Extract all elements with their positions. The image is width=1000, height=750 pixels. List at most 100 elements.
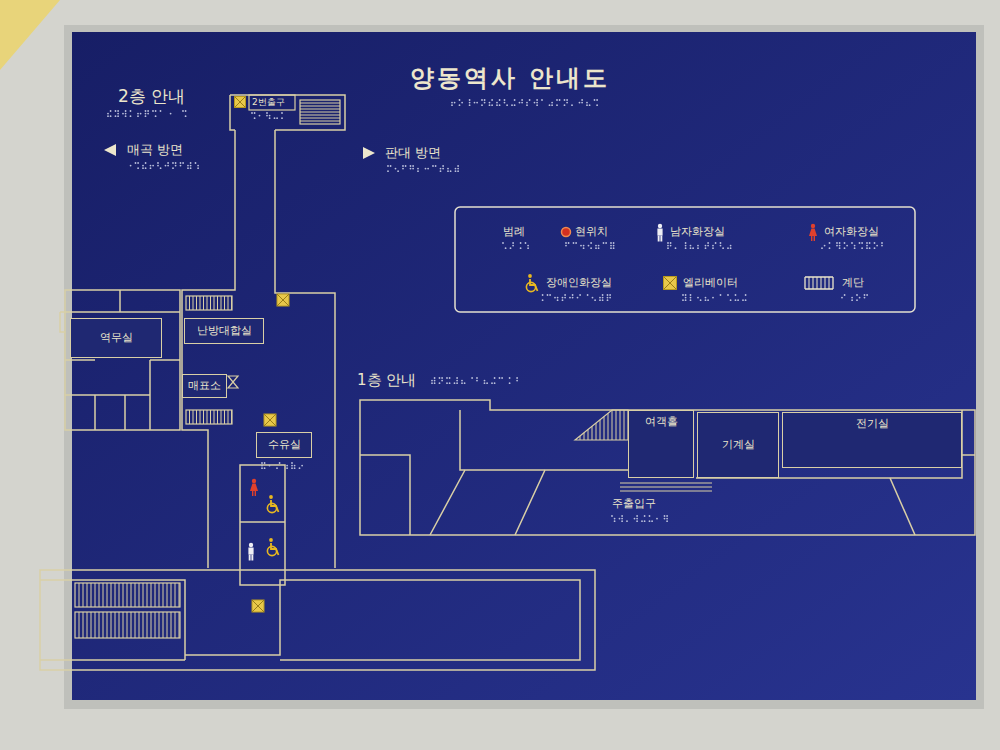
stair-step [592, 426, 593, 440]
braille-dot [125, 115, 127, 117]
braille-dot [431, 380, 433, 382]
braille-dot [150, 165, 152, 167]
stair-step [193, 410, 194, 424]
braille-dots [451, 99, 598, 106]
braille-dot [397, 170, 399, 172]
room-box: 난방대합실 [184, 318, 264, 344]
braille-dot [586, 102, 588, 104]
braille-dot [861, 242, 863, 244]
braille-dot [147, 113, 149, 115]
braille-dot [727, 247, 729, 249]
stair-step [300, 121, 340, 122]
braille-dot [564, 297, 566, 299]
stair-step [163, 612, 164, 638]
stair-step [167, 583, 168, 607]
stair-step [584, 433, 585, 440]
braille-dot [720, 245, 722, 247]
braille-dot [405, 165, 407, 167]
icon-step [825, 277, 826, 289]
elevator-box [252, 600, 264, 612]
braille-dot [395, 168, 397, 170]
wall-line [240, 465, 285, 585]
braille-dot [626, 520, 628, 522]
braille-dot [506, 104, 508, 106]
braille-dot [180, 162, 182, 164]
braille-dot [145, 162, 147, 164]
braille-dot [836, 242, 838, 244]
entrance-label: 주출입구 [612, 497, 656, 510]
braille-dots [130, 162, 199, 169]
braille-dot [457, 168, 459, 170]
stair-step [87, 612, 88, 638]
icon-leg [660, 236, 662, 242]
braille-dot [670, 242, 672, 244]
direction-arrow [363, 147, 375, 159]
braille-dot [700, 299, 702, 301]
wheelchair-icon [526, 274, 537, 292]
braille-dot [735, 299, 737, 301]
stairs [186, 296, 232, 310]
braille-dot [491, 382, 493, 384]
braille-dot [425, 168, 427, 170]
braille-dot [566, 102, 568, 104]
braille-dot [836, 245, 838, 247]
braille-dot [536, 99, 538, 101]
stair-step [228, 410, 229, 424]
braille-dot [137, 115, 139, 117]
braille-dot [516, 377, 518, 379]
braille-dot [564, 294, 566, 296]
wheelchair-icon [267, 538, 278, 556]
braille-dot [499, 99, 501, 101]
stair-step [111, 583, 112, 607]
braille-dot [737, 299, 739, 301]
braille-dot [667, 242, 669, 244]
room-name: 역무실 [100, 331, 133, 344]
braille-dot [611, 515, 613, 517]
braille-dot [520, 247, 522, 249]
braille-dot [525, 242, 527, 244]
braille-dot [609, 294, 611, 296]
stair-step [203, 296, 204, 310]
hourglass-symbol [228, 376, 238, 388]
legend-box [455, 207, 915, 312]
stair-step [214, 296, 215, 310]
braille-dot [664, 515, 666, 517]
braille-dot [844, 294, 846, 296]
braille-dot [854, 245, 856, 247]
stair-step [171, 583, 172, 607]
braille-dot [690, 245, 692, 247]
braille-dot [516, 380, 518, 382]
braille-dot [610, 247, 612, 249]
braille-dot [484, 99, 486, 101]
braille-dot [592, 297, 594, 299]
braille-dot [824, 245, 826, 247]
stair-step [79, 612, 80, 638]
braille-dot [441, 377, 443, 379]
braille-dot [142, 165, 144, 167]
braille-dots [611, 515, 668, 522]
braille-dot [562, 299, 564, 301]
braille-dot [670, 245, 672, 247]
braille-dot [562, 297, 564, 299]
braille-dot [866, 247, 868, 249]
braille-dot [549, 294, 551, 296]
braille-dot [874, 247, 876, 249]
stair-step [107, 612, 108, 638]
braille-dot [157, 162, 159, 164]
braille-dot [605, 242, 607, 244]
wall-corner [0, 0, 60, 70]
braille-dot [512, 245, 514, 247]
braille-dot [451, 102, 453, 104]
braille-dot [556, 99, 558, 101]
braille-dot [549, 104, 551, 106]
braille-dot [410, 165, 412, 167]
icon-head [658, 224, 662, 228]
braille-dot [697, 247, 699, 249]
braille-dot [440, 168, 442, 170]
braille-dot [451, 104, 453, 106]
stair-step [616, 410, 617, 440]
direction-label: 판대 방면 [385, 145, 441, 161]
braille-dot [690, 294, 692, 296]
